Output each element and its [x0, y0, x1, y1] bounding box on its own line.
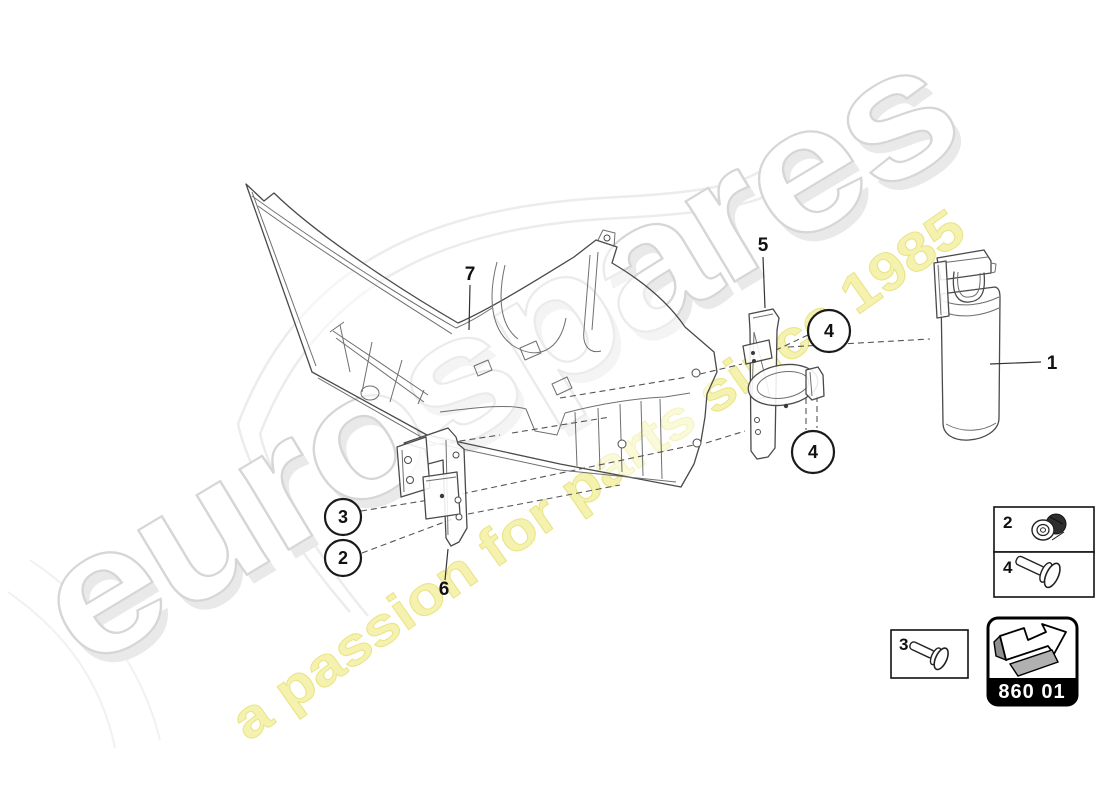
legend-box-3-label: 3 — [899, 635, 908, 654]
extinguisher-strap — [952, 271, 986, 303]
panel-hole-tab — [603, 234, 611, 242]
callout-4-upper[interactable]: 4 — [806, 308, 852, 354]
panel-interior-lines — [251, 191, 691, 483]
bracket-6-drawing — [396, 427, 468, 547]
callout-3[interactable]: 3 — [323, 497, 363, 537]
callout-3-label: 3 — [338, 507, 348, 527]
part-label-1[interactable]: 1 — [1047, 353, 1058, 374]
callout-4-lower-label: 4 — [808, 442, 818, 462]
callout-4-lower[interactable]: 4 — [790, 429, 836, 475]
group-code-band — [988, 678, 1077, 705]
panel-hole-upper — [691, 368, 701, 378]
direction-arrow-icon — [993, 623, 1067, 677]
callout-4-upper-label: 4 — [824, 321, 834, 341]
clamp-strap — [805, 366, 825, 401]
bracket-5-drawing — [742, 308, 825, 460]
rivet-screw-icon — [909, 641, 949, 671]
bulkhead-panel-drawing — [245, 183, 718, 488]
part-label-7[interactable]: 7 — [465, 264, 476, 285]
legend-box-4-label: 4 — [1003, 558, 1013, 577]
flange-bolt-icon — [1015, 555, 1061, 589]
panel-hole-lower — [692, 438, 702, 448]
cap-nut-icon — [1031, 513, 1067, 541]
group-code-text: 860 01 — [998, 681, 1065, 703]
extinguisher-body — [940, 286, 1001, 441]
legend-box-2-label: 2 — [1003, 513, 1012, 532]
callout-2[interactable]: 2 — [323, 538, 363, 578]
legend-box-3[interactable]: 3 — [890, 629, 969, 679]
callout-2-label: 2 — [338, 548, 348, 568]
legend-box-2[interactable]: 2 — [993, 506, 1095, 553]
panel-hole-mid — [617, 439, 627, 449]
leader-lines — [444, 256, 1042, 581]
legend-box-4[interactable]: 4 — [993, 547, 1095, 598]
group-code-badge[interactable]: 860 01 — [986, 616, 1079, 707]
part-label-5[interactable]: 5 — [758, 235, 769, 256]
panel-outline — [245, 183, 718, 488]
extinguisher-clip — [933, 260, 950, 319]
fire-extinguisher-drawing — [933, 249, 1001, 441]
part-label-6[interactable]: 6 — [439, 579, 450, 600]
